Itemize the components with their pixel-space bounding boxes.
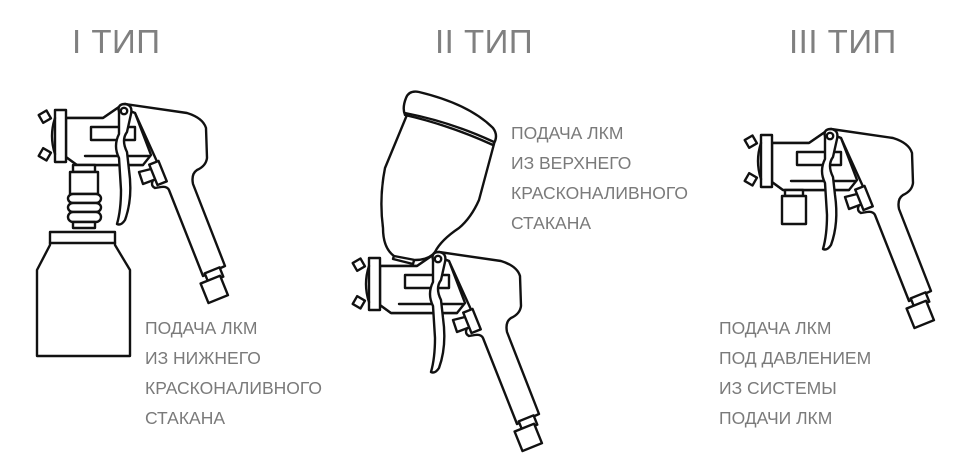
caption-line: ИЗ НИЖНЕГО (145, 348, 261, 368)
caption-line: ПОД ДАВЛЕНИЕМ (719, 348, 872, 368)
type-2-caption: ПОДАЧА ЛКМ ИЗ ВЕРХНЕГО КРАСКОНАЛИВНОГО С… (511, 118, 688, 238)
type-2-title: II ТИП (435, 23, 534, 60)
type-1-caption: ПОДАЧА ЛКМ ИЗ НИЖНЕГО КРАСКОНАЛИВНОГО СТ… (145, 313, 322, 433)
type-1-title: I ТИП (72, 23, 161, 60)
caption-line: КРАСКОНАЛИВНОГО (145, 378, 323, 398)
type-3-caption: ПОДАЧА ЛКМ ПОД ДАВЛЕНИЕМ ИЗ СИСТЕМЫ ПОДА… (719, 313, 871, 433)
type-3-title: III ТИП (789, 23, 897, 60)
spray-gun-top-cup-icon (351, 90, 544, 453)
caption-line: ПОДАЧА ЛКМ (145, 318, 258, 338)
caption-line: ПОДАЧА ЛКМ (511, 123, 624, 143)
caption-line: ПОДАЧИ ЛКМ (719, 408, 833, 428)
caption-line: СТАКАНА (511, 213, 592, 233)
spray-gun-pressure-feed-icon (743, 127, 936, 330)
spray-gun-bottom-cup-icon (35, 102, 230, 358)
caption-line: ИЗ ВЕРХНЕГО (511, 153, 632, 173)
caption-line: КРАСКОНАЛИВНОГО (511, 183, 689, 203)
caption-line: ПОДАЧА ЛКМ (719, 318, 832, 338)
caption-line: ИЗ СИСТЕМЫ (719, 378, 837, 398)
caption-line: СТАКАНА (145, 408, 226, 428)
